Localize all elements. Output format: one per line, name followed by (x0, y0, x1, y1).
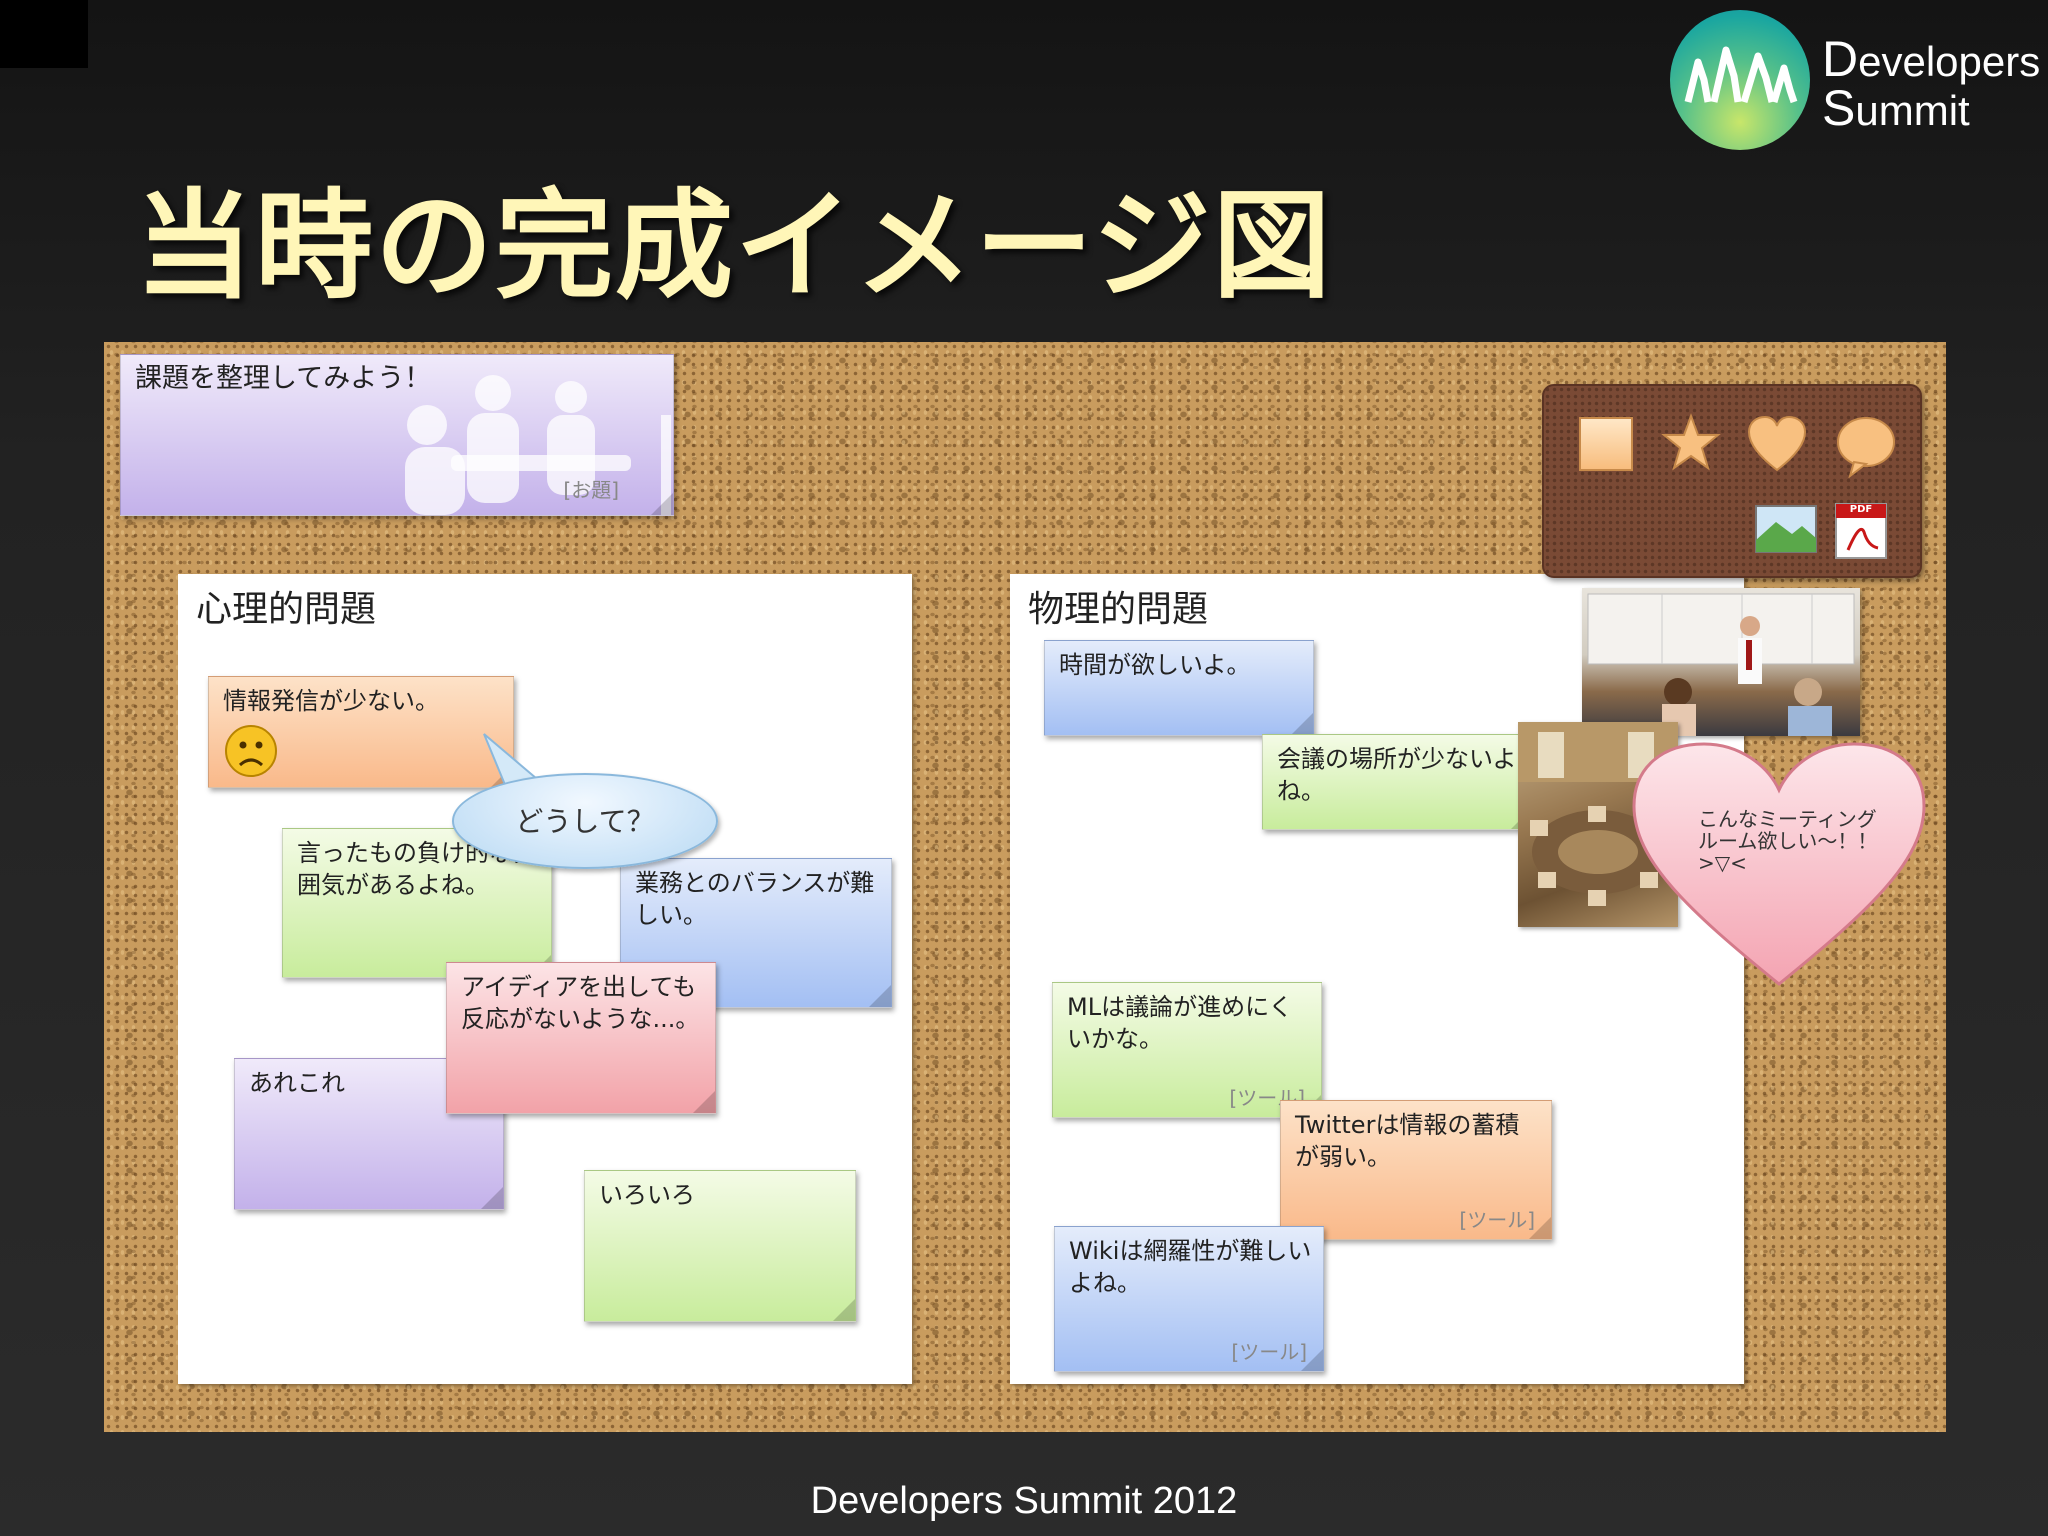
note-text: 時間が欲しいよ。 (1059, 651, 1251, 679)
right-panel-title: 物理的問題 (1028, 589, 1209, 630)
shape-toolbox: PDF (1542, 384, 1922, 578)
note-meeting-place[interactable]: 会議の場所が少ないよね。 (1262, 734, 1534, 830)
note-time[interactable]: 時間が欲しいよ。 (1044, 640, 1314, 736)
classroom-photo[interactable] (1582, 588, 1860, 736)
left-panel-title: 心理的問題 (196, 589, 377, 630)
note-mailing-list[interactable]: MLは議論が進めにくいかな。 [ツール] (1052, 982, 1322, 1118)
heart-icon[interactable] (1746, 414, 1808, 474)
logo-wordmark: Developers Summit (1822, 31, 2041, 136)
note-text: Wikiは網羅性が難しいよね。 (1069, 1237, 1312, 1297)
logo-emblem (1670, 10, 1810, 150)
image-icon[interactable] (1754, 504, 1818, 554)
heart-text: こんなミーティングルーム欲しい～！！>▽< (1698, 807, 1878, 875)
note-wiki[interactable]: Wikiは網羅性が難しいよね。 [ツール] (1054, 1226, 1324, 1372)
meeting-room-photo[interactable] (1518, 722, 1678, 927)
square-icon[interactable] (1576, 414, 1636, 474)
topic-card-text: 課題を整理してみよう！ (135, 363, 432, 394)
note-text: あれこれ (249, 1069, 345, 1097)
corner-mark (0, 0, 88, 68)
note-tag: [ツール] (1459, 1208, 1535, 1232)
speech-bubble-icon[interactable] (1834, 414, 1898, 478)
pdf-document-icon (1835, 503, 1887, 559)
slide-title: 当時の完成イメージ図 (135, 177, 1333, 315)
speech-bubble[interactable]: どうして？ (452, 773, 718, 869)
footer-text: Developers Summit 2012 (810, 1480, 1238, 1522)
note-text: いろいろ (599, 1181, 695, 1209)
note-misc-iroiro[interactable]: いろいろ (584, 1170, 856, 1322)
note-text: Twitterは情報の蓄積が弱い。 (1295, 1111, 1520, 1171)
pdf-icon[interactable]: PDF (1834, 502, 1888, 560)
speech-bubble-text: どうして？ (515, 805, 655, 838)
heart-shape[interactable] (1628, 740, 1930, 988)
note-text: 業務とのバランスが難しい。 (635, 869, 875, 929)
note-text: 情報発信が少ない。 (223, 687, 439, 715)
classroom-photo-image (1587, 593, 1855, 736)
pdf-label: PDF (1849, 504, 1873, 515)
note-info-sharing[interactable]: 情報発信が少ない。 (208, 676, 514, 788)
sad-face-icon (225, 725, 277, 777)
note-no-response[interactable]: アイディアを出しても反応がないような...。 (446, 962, 716, 1114)
note-text: 会議の場所が少ないよね。 (1277, 745, 1517, 805)
meeting-silhouette-icon (405, 375, 671, 515)
topic-card-tag: [お題] (563, 478, 619, 502)
developers-summit-logo: Developers Summit (1670, 10, 2040, 150)
note-text: MLは議論が進めにくいかな。 (1067, 993, 1293, 1053)
topic-card[interactable]: 課題を整理してみよう！ [お題] (120, 354, 674, 516)
note-twitter[interactable]: Twitterは情報の蓄積が弱い。 [ツール] (1280, 1100, 1552, 1240)
note-text: アイディアを出しても反応がないような...。 (461, 973, 700, 1033)
note-tag: [ツール] (1231, 1340, 1307, 1364)
star-icon[interactable] (1660, 412, 1722, 474)
